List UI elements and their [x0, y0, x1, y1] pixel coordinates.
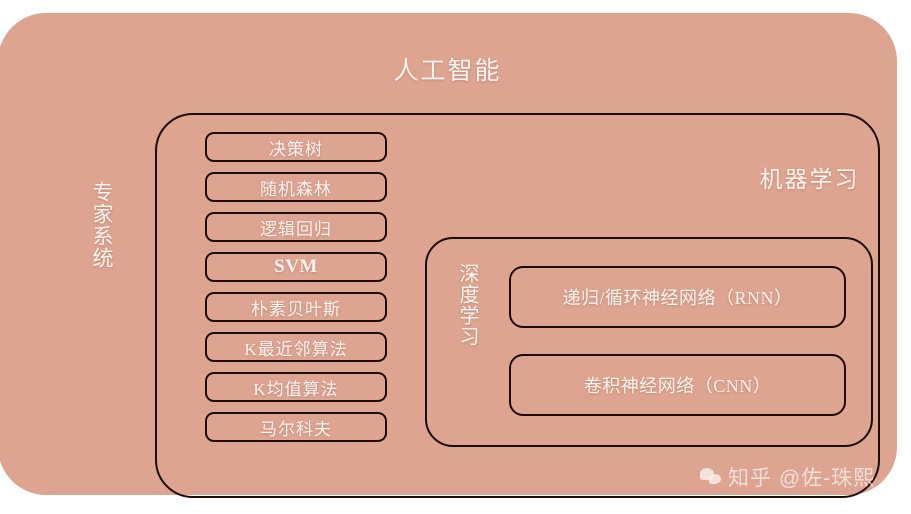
machine-learning-label: 机器学习	[759, 167, 860, 192]
algorithm-item: K最近邻算法	[205, 332, 387, 362]
algorithm-item: 逻辑回归	[205, 212, 387, 242]
machine-learning-container: 决策树 随机森林 逻辑回归 SVM 朴素贝叶斯 K最近邻算法 K均值算法 马尔科…	[155, 113, 880, 498]
neural-network-item-cnn: 卷积神经网络（CNN）	[509, 354, 846, 416]
deep-learning-label: 深度学习	[456, 263, 478, 347]
algorithm-item: 决策树	[205, 132, 387, 162]
algorithm-item: K均值算法	[205, 372, 387, 402]
algorithm-item: SVM	[205, 252, 387, 282]
wechat-icon	[700, 468, 722, 486]
expert-system-label: 专家系统	[90, 181, 114, 269]
deep-learning-container: 深度学习 递归/循环神经网络（RNN） 卷积神经网络（CNN）	[425, 237, 873, 447]
watermark-text: 知乎 @佐-珠熙	[728, 467, 876, 490]
page-title: 人工智能	[393, 58, 502, 85]
algorithm-list: 决策树 随机森林 逻辑回归 SVM 朴素贝叶斯 K最近邻算法 K均值算法 马尔科…	[205, 132, 387, 452]
watermark: 知乎 @佐-珠熙	[700, 462, 875, 492]
algorithm-item: 马尔科夫	[205, 412, 387, 442]
algorithm-item: 随机森林	[205, 172, 387, 202]
algorithm-item: 朴素贝叶斯	[205, 292, 387, 322]
neural-network-item-rnn: 递归/循环神经网络（RNN）	[509, 266, 846, 328]
artificial-intelligence-container: 人工智能 专家系统 决策树 随机森林 逻辑回归 SVM 朴素贝叶斯 K最近邻算法…	[0, 13, 897, 498]
